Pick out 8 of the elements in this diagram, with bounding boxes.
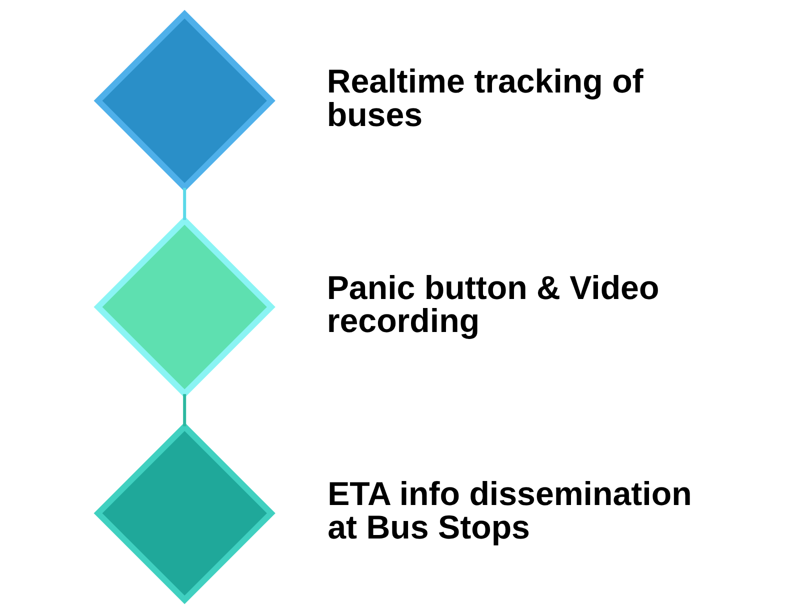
connector — [182, 394, 186, 426]
node-diamond — [93, 216, 275, 398]
node-diamond — [93, 422, 275, 604]
node-label: Panic button & Video recording — [326, 270, 659, 340]
node-diamond — [93, 10, 275, 192]
connector — [182, 188, 186, 220]
node-label: ETA info dissemination at Bus Stops — [327, 476, 692, 546]
node-label: Realtime tracking of buses — [326, 64, 643, 134]
